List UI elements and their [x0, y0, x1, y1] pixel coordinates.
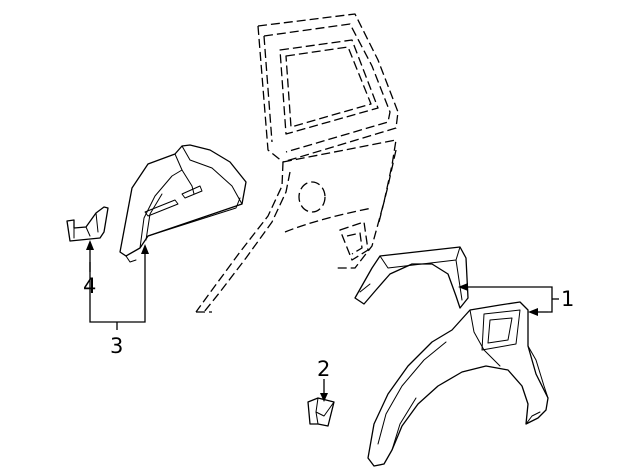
outer-wheelhouse-panel	[367, 301, 549, 467]
arrow-1-lower	[528, 308, 538, 316]
wheelhouse-bracket	[307, 397, 335, 427]
wheelhouse-reinforcement-bracket	[66, 206, 109, 242]
arrowheads	[86, 240, 538, 402]
wheelhouse-arch-panel	[354, 246, 469, 309]
quarter-panel-reference-outline	[195, 13, 399, 313]
leader-1-bracket	[548, 286, 553, 313]
arrow-4	[86, 240, 94, 250]
callout-1: 1	[561, 287, 574, 311]
callout-4: 4	[83, 274, 96, 298]
arrow-1-upper	[458, 283, 468, 291]
callout-3: 3	[110, 334, 123, 358]
arrow-2	[320, 393, 328, 402]
callout-2: 2	[317, 357, 330, 381]
inner-wheelhouse-liner	[119, 144, 247, 263]
arrow-3	[141, 244, 149, 254]
leader-3-bracket	[89, 248, 146, 323]
